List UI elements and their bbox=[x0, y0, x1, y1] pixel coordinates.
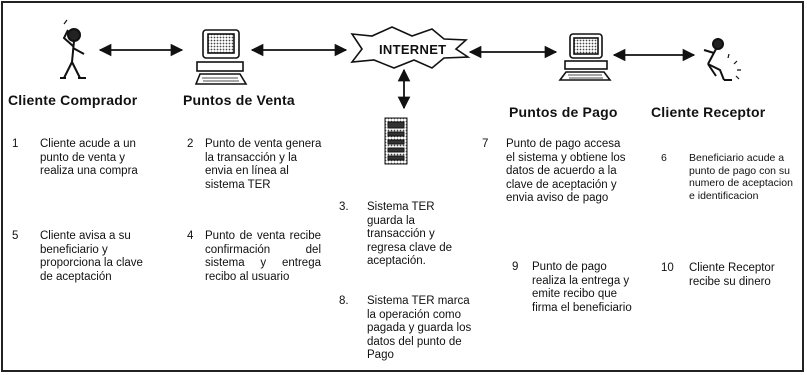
step-number: 2 bbox=[187, 138, 194, 150]
computer-terminal-icon bbox=[558, 33, 612, 81]
step-text: Punto de pago realiza la entrega y emite… bbox=[532, 261, 632, 314]
step-number: 5 bbox=[12, 230, 19, 242]
internet-cloud-icon bbox=[350, 26, 471, 69]
step-number: 4 bbox=[187, 230, 194, 242]
step-text: Beneficiario acude a punto de pago con s… bbox=[689, 152, 793, 202]
step-number: 8. bbox=[339, 295, 349, 307]
step-number: 1 bbox=[12, 138, 19, 150]
step-text: Sistema TER marca la operación como paga… bbox=[367, 295, 472, 361]
heading-cliente-comprador: Cliente Comprador bbox=[8, 92, 138, 108]
step-text: Punto de venta genera la transacción y l… bbox=[205, 138, 322, 191]
heading-puntos-de-venta: Puntos de Venta bbox=[183, 92, 295, 108]
person-calling-icon bbox=[60, 19, 86, 79]
heading-cliente-receptor: Cliente Receptor bbox=[651, 104, 766, 120]
computer-terminal-icon bbox=[194, 29, 248, 85]
step-text: Punto de pago accesa el sistema y obtien… bbox=[506, 138, 626, 204]
person-seated-icon bbox=[703, 38, 741, 81]
step-text: Cliente Receptor recibe su dinero bbox=[689, 262, 775, 288]
step-text: Cliente acude a un punto de venta y real… bbox=[40, 138, 138, 177]
server-document-icon bbox=[384, 117, 408, 165]
step-number: 3. bbox=[339, 201, 349, 213]
step-number: 6 bbox=[661, 152, 667, 164]
step-text: Sistema TER guarda la transacción y regr… bbox=[367, 201, 453, 267]
heading-puntos-de-pago: Puntos de Pago bbox=[509, 104, 618, 120]
step-number: 7 bbox=[482, 138, 489, 150]
internet-label: INTERNET bbox=[379, 42, 447, 57]
step-text: Punto de venta recibe confirmación del s… bbox=[205, 230, 321, 283]
step-number: 9 bbox=[512, 261, 519, 273]
step-number: 10 bbox=[661, 262, 674, 274]
step-text: Cliente avisa a su beneficiario y propor… bbox=[40, 230, 143, 283]
